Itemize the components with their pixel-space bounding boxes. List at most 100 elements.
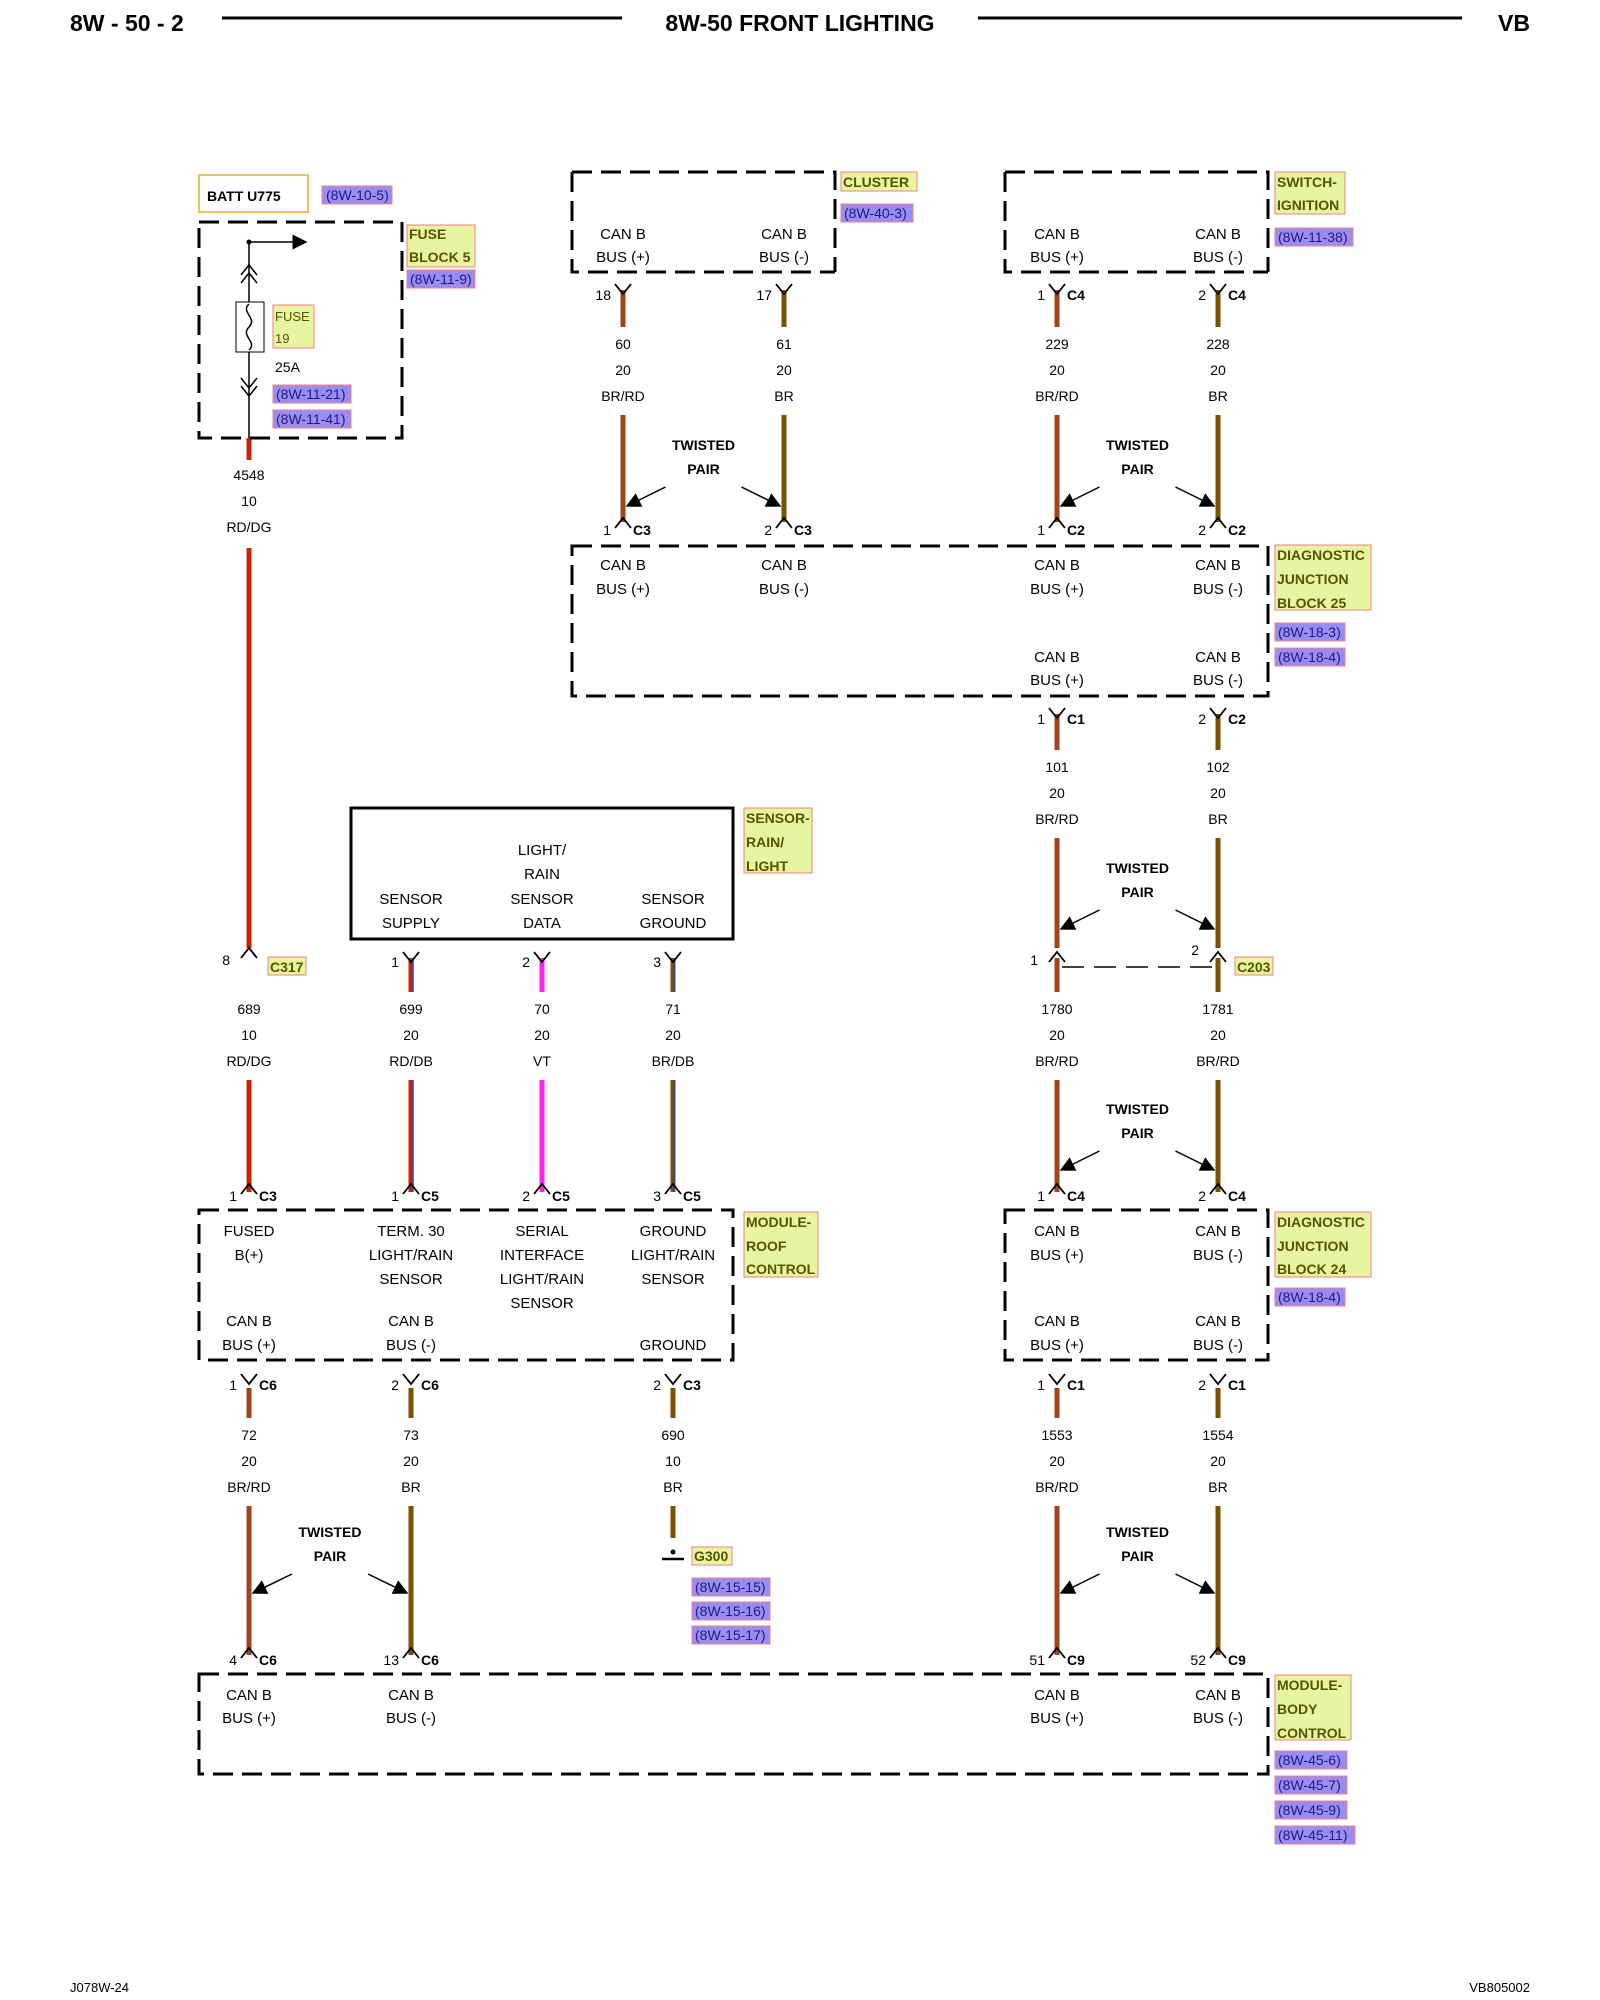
connector-djb24-top-0 xyxy=(1048,1182,1066,1195)
c203-pin-2: 2 xyxy=(1191,942,1199,958)
connector-sensor-0 xyxy=(402,951,420,964)
sensor-supply-l2: SUPPLY xyxy=(382,915,440,932)
roof-p3-l3: LIGHT/RAIN xyxy=(500,1271,584,1288)
bcm-ref-4: (8W-45-11) xyxy=(1278,1827,1348,1843)
ground-ref-1: (8W-15-15) xyxy=(695,1579,766,1595)
twisted-pair-ignition-label-l2: PAIR xyxy=(1121,461,1153,477)
battery-box xyxy=(198,174,309,213)
twisted-pair-ignition-arrow-left xyxy=(1059,486,1100,507)
roof-bot-2-pin: 2 xyxy=(653,1377,661,1393)
twisted-pair-c203-label-l1: TWISTED xyxy=(1106,1101,1169,1117)
djb25-c1-bus: BUS (+) xyxy=(1030,672,1084,689)
connector-djb24-bottom-1 xyxy=(1209,1373,1227,1386)
roof-top-0-pin: 1 xyxy=(229,1188,237,1204)
djb24-c1-1-bus: BUS (+) xyxy=(1030,1337,1084,1354)
connector-sensor-1 xyxy=(533,951,551,964)
roof-p2-l1: TERM. 30 xyxy=(377,1223,445,1240)
wire-label-71-2: BR/DB xyxy=(652,1053,695,1069)
ground-g300-label: G300 xyxy=(694,1548,728,1564)
wire-label-61-0: 61 xyxy=(776,336,792,352)
sensor-name-l1: SENSOR- xyxy=(746,810,810,826)
cluster-ref: (8W-40-3) xyxy=(844,205,907,221)
djb25-c2-1-bus: BUS (+) xyxy=(1030,581,1084,598)
bcm-c6-13-label: CAN B xyxy=(388,1687,434,1704)
fuse-ref-2: (8W-11-41) xyxy=(276,411,346,427)
twisted-pair-roof-arrow-left xyxy=(251,1573,293,1594)
wire-label-60-1: 20 xyxy=(615,362,631,378)
roof-top-1-pin: 1 xyxy=(391,1188,399,1204)
wire-label-699-0: 699 xyxy=(399,1001,423,1017)
c203-pin-1: 1 xyxy=(1030,952,1038,968)
rain-light-sensor-box xyxy=(349,806,735,941)
connector-bcm-0 xyxy=(240,1646,258,1659)
bcm-c6-13-bus: BUS (-) xyxy=(386,1710,436,1727)
roof-top-1-connector: C5 xyxy=(421,1188,439,1204)
bcm-3-connector: C9 xyxy=(1228,1652,1246,1668)
fuse-block-name-l2: BLOCK 5 xyxy=(409,249,471,265)
djb24-bot-1-pin: 2 xyxy=(1198,1377,1206,1393)
wire-label-73-2: BR xyxy=(401,1479,420,1495)
djb24-bot-1-connector: C1 xyxy=(1228,1377,1246,1393)
top-conn-3-pin: 2 xyxy=(1198,287,1206,303)
connector-djb25-top-0 xyxy=(614,516,632,529)
connector-top-3 xyxy=(1209,283,1227,296)
cluster-pin18-bus: BUS (+) xyxy=(596,249,650,266)
djb25-bot-1-pin: 2 xyxy=(1198,711,1206,727)
twisted-pair-djb25-label-l1: TWISTED xyxy=(1106,860,1169,876)
djb24-ref: (8W-18-4) xyxy=(1278,1289,1341,1305)
twisted-pair-cluster-label-l2: PAIR xyxy=(687,461,719,477)
bcm-3-pin: 52 xyxy=(1190,1652,1206,1668)
ignition-name-l2: IGNITION xyxy=(1277,197,1339,213)
djb25-name-l2: JUNCTION xyxy=(1277,571,1349,587)
wire-label-4548-1: 10 xyxy=(241,493,257,509)
roof-name-l1: MODULE- xyxy=(746,1214,812,1230)
wire-label-1553-0: 1553 xyxy=(1041,1427,1072,1443)
sensor-ground-l1: SENSOR xyxy=(641,891,705,908)
djb25-c2-2-bus: BUS (-) xyxy=(1193,581,1243,598)
djb24-bot-0-connector: C1 xyxy=(1067,1377,1085,1393)
roof-p3-l2: INTERFACE xyxy=(500,1247,584,1264)
djb24-name-l1: DIAGNOSTIC xyxy=(1277,1214,1365,1230)
bcm-1-connector: C6 xyxy=(421,1652,439,1668)
djb25-ref-1: (8W-18-3) xyxy=(1278,624,1341,640)
wire-label-102-0: 102 xyxy=(1206,759,1230,775)
twisted-pair-c203-arrow-right xyxy=(1175,1150,1216,1171)
wire-label-690-0: 690 xyxy=(661,1427,685,1443)
footer-left-code: J078W-24 xyxy=(70,1980,129,1995)
roof-top-2-pin: 2 xyxy=(522,1188,530,1204)
top-conn-3-connector: C4 xyxy=(1228,287,1246,303)
wire-label-1554-2: BR xyxy=(1208,1479,1227,1495)
ground-ref-3: (8W-15-17) xyxy=(695,1627,766,1643)
wire-label-1781-2: BR/RD xyxy=(1196,1053,1240,1069)
roof-p4-l2: LIGHT/RAIN xyxy=(631,1247,715,1264)
roof-p4-l3: SENSOR xyxy=(641,1271,705,1288)
top-conn-2-connector: C4 xyxy=(1067,287,1085,303)
ground-ref-2: (8W-15-16) xyxy=(695,1603,766,1619)
battery-ref: (8W-10-5) xyxy=(326,187,389,203)
wire-label-102-2: BR xyxy=(1208,811,1227,827)
connector-roof-bottom-0 xyxy=(240,1373,258,1386)
connector-sensor-2 xyxy=(664,951,682,964)
djb24-top-1-connector: C4 xyxy=(1228,1188,1246,1204)
battery-label: BATT U775 xyxy=(207,188,281,204)
twisted-pair-cluster-arrow-left xyxy=(625,486,666,507)
roof-c6-2-bus: BUS (-) xyxy=(386,1337,436,1354)
connector-c203-2 xyxy=(1209,950,1227,963)
fuse-ref-1: (8W-11-21) xyxy=(276,386,346,402)
wire-label-101-0: 101 xyxy=(1045,759,1069,775)
wire-label-228-1: 20 xyxy=(1210,362,1226,378)
ignition-pin1-bus: BUS (+) xyxy=(1030,249,1084,266)
fuse-19-label-l2: 19 xyxy=(275,331,289,346)
djb25-top-3-pin: 2 xyxy=(1198,522,1206,538)
wire-label-70-2: VT xyxy=(533,1053,551,1069)
wire-label-699-1: 20 xyxy=(403,1027,419,1043)
connector-djb24-top-1 xyxy=(1209,1182,1227,1195)
wire-label-61-1: 20 xyxy=(776,362,792,378)
fuse-block-5 xyxy=(197,220,404,440)
top-conn-1-pin: 17 xyxy=(756,287,772,303)
sensor-supply-l1: SENSOR xyxy=(379,891,443,908)
djb24-top-0-connector: C4 xyxy=(1067,1188,1085,1204)
wire-label-228-2: BR xyxy=(1208,388,1227,404)
twisted-pair-roof-arrow-right xyxy=(367,1573,409,1594)
